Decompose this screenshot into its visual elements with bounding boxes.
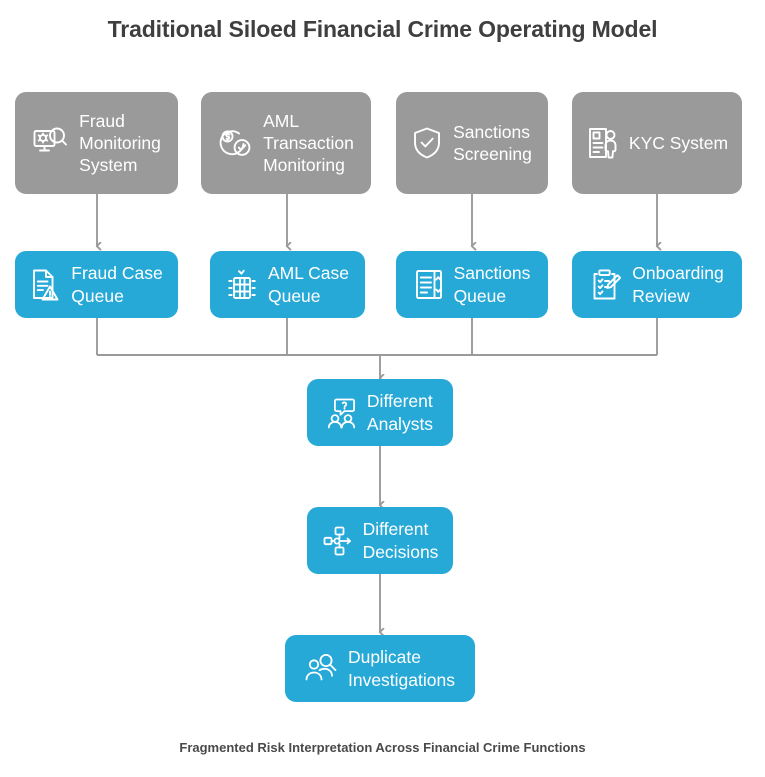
computer-search-icon: [32, 126, 68, 160]
node-label: Sanctions Queue: [453, 263, 531, 306]
node-label: AML Transaction Monitoring: [263, 110, 354, 176]
node-duplicate-investigations[interactable]: Duplicate Investigations: [285, 635, 475, 702]
node-label: Different Analysts: [366, 391, 434, 434]
node-label: Different Decisions: [362, 519, 439, 562]
decision-branch-icon: [322, 525, 354, 557]
node-different-decisions[interactable]: Different Decisions: [307, 507, 453, 574]
node-label: Fraud Monitoring System: [79, 110, 161, 176]
node-label: KYC System: [628, 132, 729, 153]
node-label: AML Case Queue: [267, 263, 350, 306]
shield-check-icon: [412, 126, 442, 160]
node-aml-transaction-monitoring[interactable]: AML Transaction Monitoring: [201, 92, 371, 194]
document-alert-icon: [30, 268, 61, 301]
node-kyc-system[interactable]: KYC System: [572, 92, 742, 194]
node-fraud-monitoring-system[interactable]: Fraud Monitoring System: [15, 92, 178, 194]
node-onboarding-review[interactable]: Onboarding Review: [572, 251, 742, 318]
people-search-icon: [305, 653, 339, 685]
node-different-analysts[interactable]: Different Analysts: [307, 379, 453, 446]
diagram-caption: Fragmented Risk Interpretation Across Fi…: [179, 740, 586, 755]
node-sanctions-queue[interactable]: Sanctions Queue: [396, 251, 548, 318]
question-people-icon: [327, 397, 358, 429]
money-check-icon: [218, 126, 252, 160]
clipboard-pencil-icon: [590, 268, 622, 301]
node-label: Onboarding Review: [632, 263, 724, 306]
list-sort-icon: [414, 268, 444, 301]
node-label: Fraud Case Queue: [71, 263, 163, 306]
server-queue-icon: [226, 268, 258, 301]
node-label: Sanctions Screening: [453, 121, 532, 164]
node-fraud-case-queue[interactable]: Fraud Case Queue: [15, 251, 178, 318]
node-label: Duplicate Investigations: [347, 647, 455, 690]
page-title: Traditional Siloed Financial Crime Opera…: [107, 16, 658, 42]
node-aml-case-queue[interactable]: AML Case Queue: [210, 251, 365, 318]
node-sanctions-screening[interactable]: Sanctions Screening: [396, 92, 548, 194]
document-person-icon: [586, 126, 618, 160]
